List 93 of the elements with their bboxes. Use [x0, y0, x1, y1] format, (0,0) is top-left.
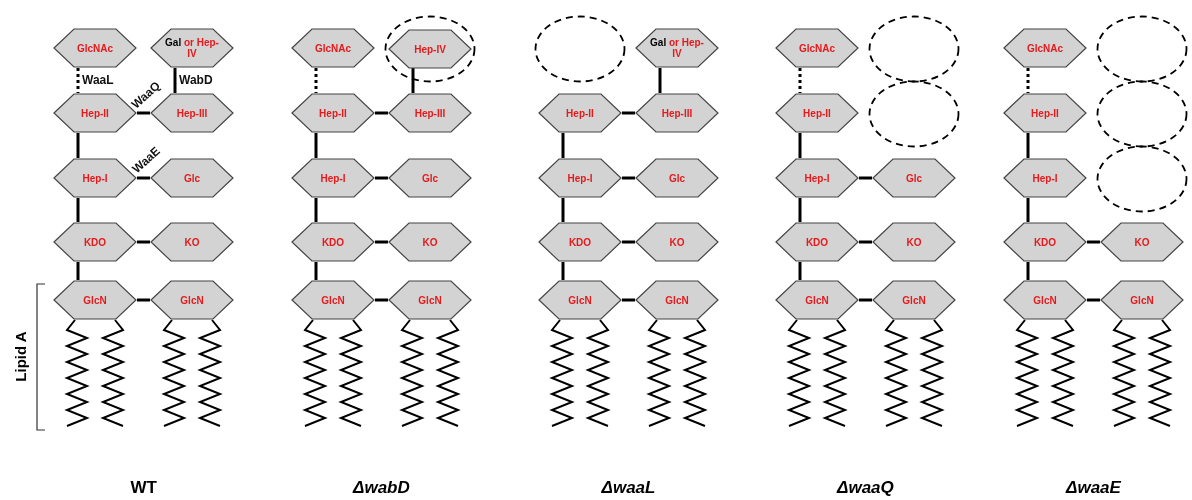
linkage-line: [561, 262, 565, 280]
sugar-name: KO: [1134, 236, 1150, 248]
linkage-line: [859, 240, 872, 244]
sugar-name: GlcN: [1130, 294, 1154, 306]
sugar-name: Hep-II: [319, 107, 347, 119]
linkage-line: [622, 298, 635, 302]
sugar-name: Hep-III: [414, 107, 446, 119]
sugar-name: KO: [669, 236, 685, 248]
sugar-name: KDO: [321, 236, 345, 248]
sugar-name: or Hep-IV: [667, 37, 704, 59]
sugar-name: GlcN: [83, 294, 107, 306]
linkage-line: [137, 176, 150, 180]
linkage-line: [798, 262, 802, 280]
linkage-line: [622, 111, 635, 115]
sugar-name: Hep-II: [1031, 107, 1059, 119]
linkage-line: [1087, 240, 1100, 244]
linkage-line: [314, 133, 318, 158]
sugar-name: KDO: [568, 236, 592, 248]
sugar-name: GlcN: [418, 294, 442, 306]
sugar-name: Hep-II: [803, 107, 831, 119]
sugar-name: Hep-IV: [414, 43, 446, 55]
sugar-name: GlcNAc: [314, 42, 352, 54]
sugar-name: GlcNAc: [1026, 42, 1064, 54]
linkage-line: [1026, 133, 1030, 158]
sugar-name: GlcN: [665, 294, 689, 306]
linkage-line: [561, 133, 565, 158]
sugar-name: KDO: [83, 236, 107, 248]
sugar-name: GlcN: [902, 294, 926, 306]
sugar-name: Hep-II: [566, 107, 594, 119]
dotted-linkage-line: [76, 68, 80, 93]
linkage-line: [76, 133, 80, 158]
sugar-name: KDO: [1033, 236, 1057, 248]
linkage-line: [375, 176, 388, 180]
linkage-line: [1026, 262, 1030, 280]
sugar-name: GlcN: [805, 294, 829, 306]
sugar-name: GlcN: [568, 294, 592, 306]
sugar-name: Gal: [650, 37, 667, 48]
axis-bracket-label: Lipid A: [11, 330, 29, 382]
sugar-name: Hep-III: [176, 107, 208, 119]
sugar-name: or Hep-IV: [182, 37, 219, 59]
linkage-line: [622, 240, 635, 244]
linkage-line: [173, 68, 177, 93]
linkage-line: [561, 198, 565, 222]
sugar-name: Hep-I: [320, 172, 346, 184]
sugar-name: GlcN: [1033, 294, 1057, 306]
strain-label: ΔwabD: [353, 478, 410, 498]
sugar-name: Glc: [668, 172, 686, 184]
sugar-name: KO: [422, 236, 438, 248]
linkage-line: [76, 262, 80, 280]
sugar-name: Hep-III: [661, 107, 693, 119]
linkage-line: [137, 240, 150, 244]
sugar-name: KO: [906, 236, 922, 248]
linkage-line: [859, 298, 872, 302]
sugar-name: Glc: [183, 172, 201, 184]
sugar-name: Glc: [905, 172, 923, 184]
linkage-line: [411, 68, 415, 93]
sugar-name: KO: [184, 236, 200, 248]
sugar-name: KDO: [805, 236, 829, 248]
linkage-line: [137, 111, 150, 115]
linkage-line: [314, 262, 318, 280]
sugar-name: Hep-I: [1032, 172, 1058, 184]
sugar-name: GlcNAc: [798, 42, 836, 54]
strain-label: WT: [130, 478, 157, 498]
linkage-line: [1026, 198, 1030, 222]
sugar-name: GlcNAc: [76, 42, 114, 54]
sugar-name: GlcN: [180, 294, 204, 306]
sugar-name: Hep-I: [82, 172, 108, 184]
strain-label: ΔwaaL: [601, 478, 656, 498]
dotted-linkage-line: [314, 68, 318, 93]
linkage-line: [375, 298, 388, 302]
sugar-name: Glc: [421, 172, 439, 184]
dotted-linkage-line: [798, 68, 802, 93]
enzyme-label: WaaL: [82, 72, 114, 87]
sugar-name: GlcN: [321, 294, 345, 306]
linkage-line: [798, 133, 802, 158]
linkage-line: [859, 176, 872, 180]
linkage-line: [137, 298, 150, 302]
sugar-name: Hep-I: [567, 172, 593, 184]
enzyme-label: WabD: [179, 72, 213, 87]
linkage-line: [1087, 298, 1100, 302]
linkage-line: [76, 198, 80, 222]
linkage-line: [314, 198, 318, 222]
linkage-line: [798, 198, 802, 222]
sugar-name: Hep-I: [804, 172, 830, 184]
strain-label: ΔwaaQ: [837, 478, 894, 498]
sugar-name: Gal: [165, 37, 182, 48]
linkage-line: [658, 68, 662, 93]
linkage-line: [622, 176, 635, 180]
sugar-name: Hep-II: [81, 107, 109, 119]
linkage-line: [375, 240, 388, 244]
dotted-linkage-line: [1026, 68, 1030, 93]
linkage-line: [375, 111, 388, 115]
strain-label: ΔwaaE: [1066, 478, 1121, 498]
